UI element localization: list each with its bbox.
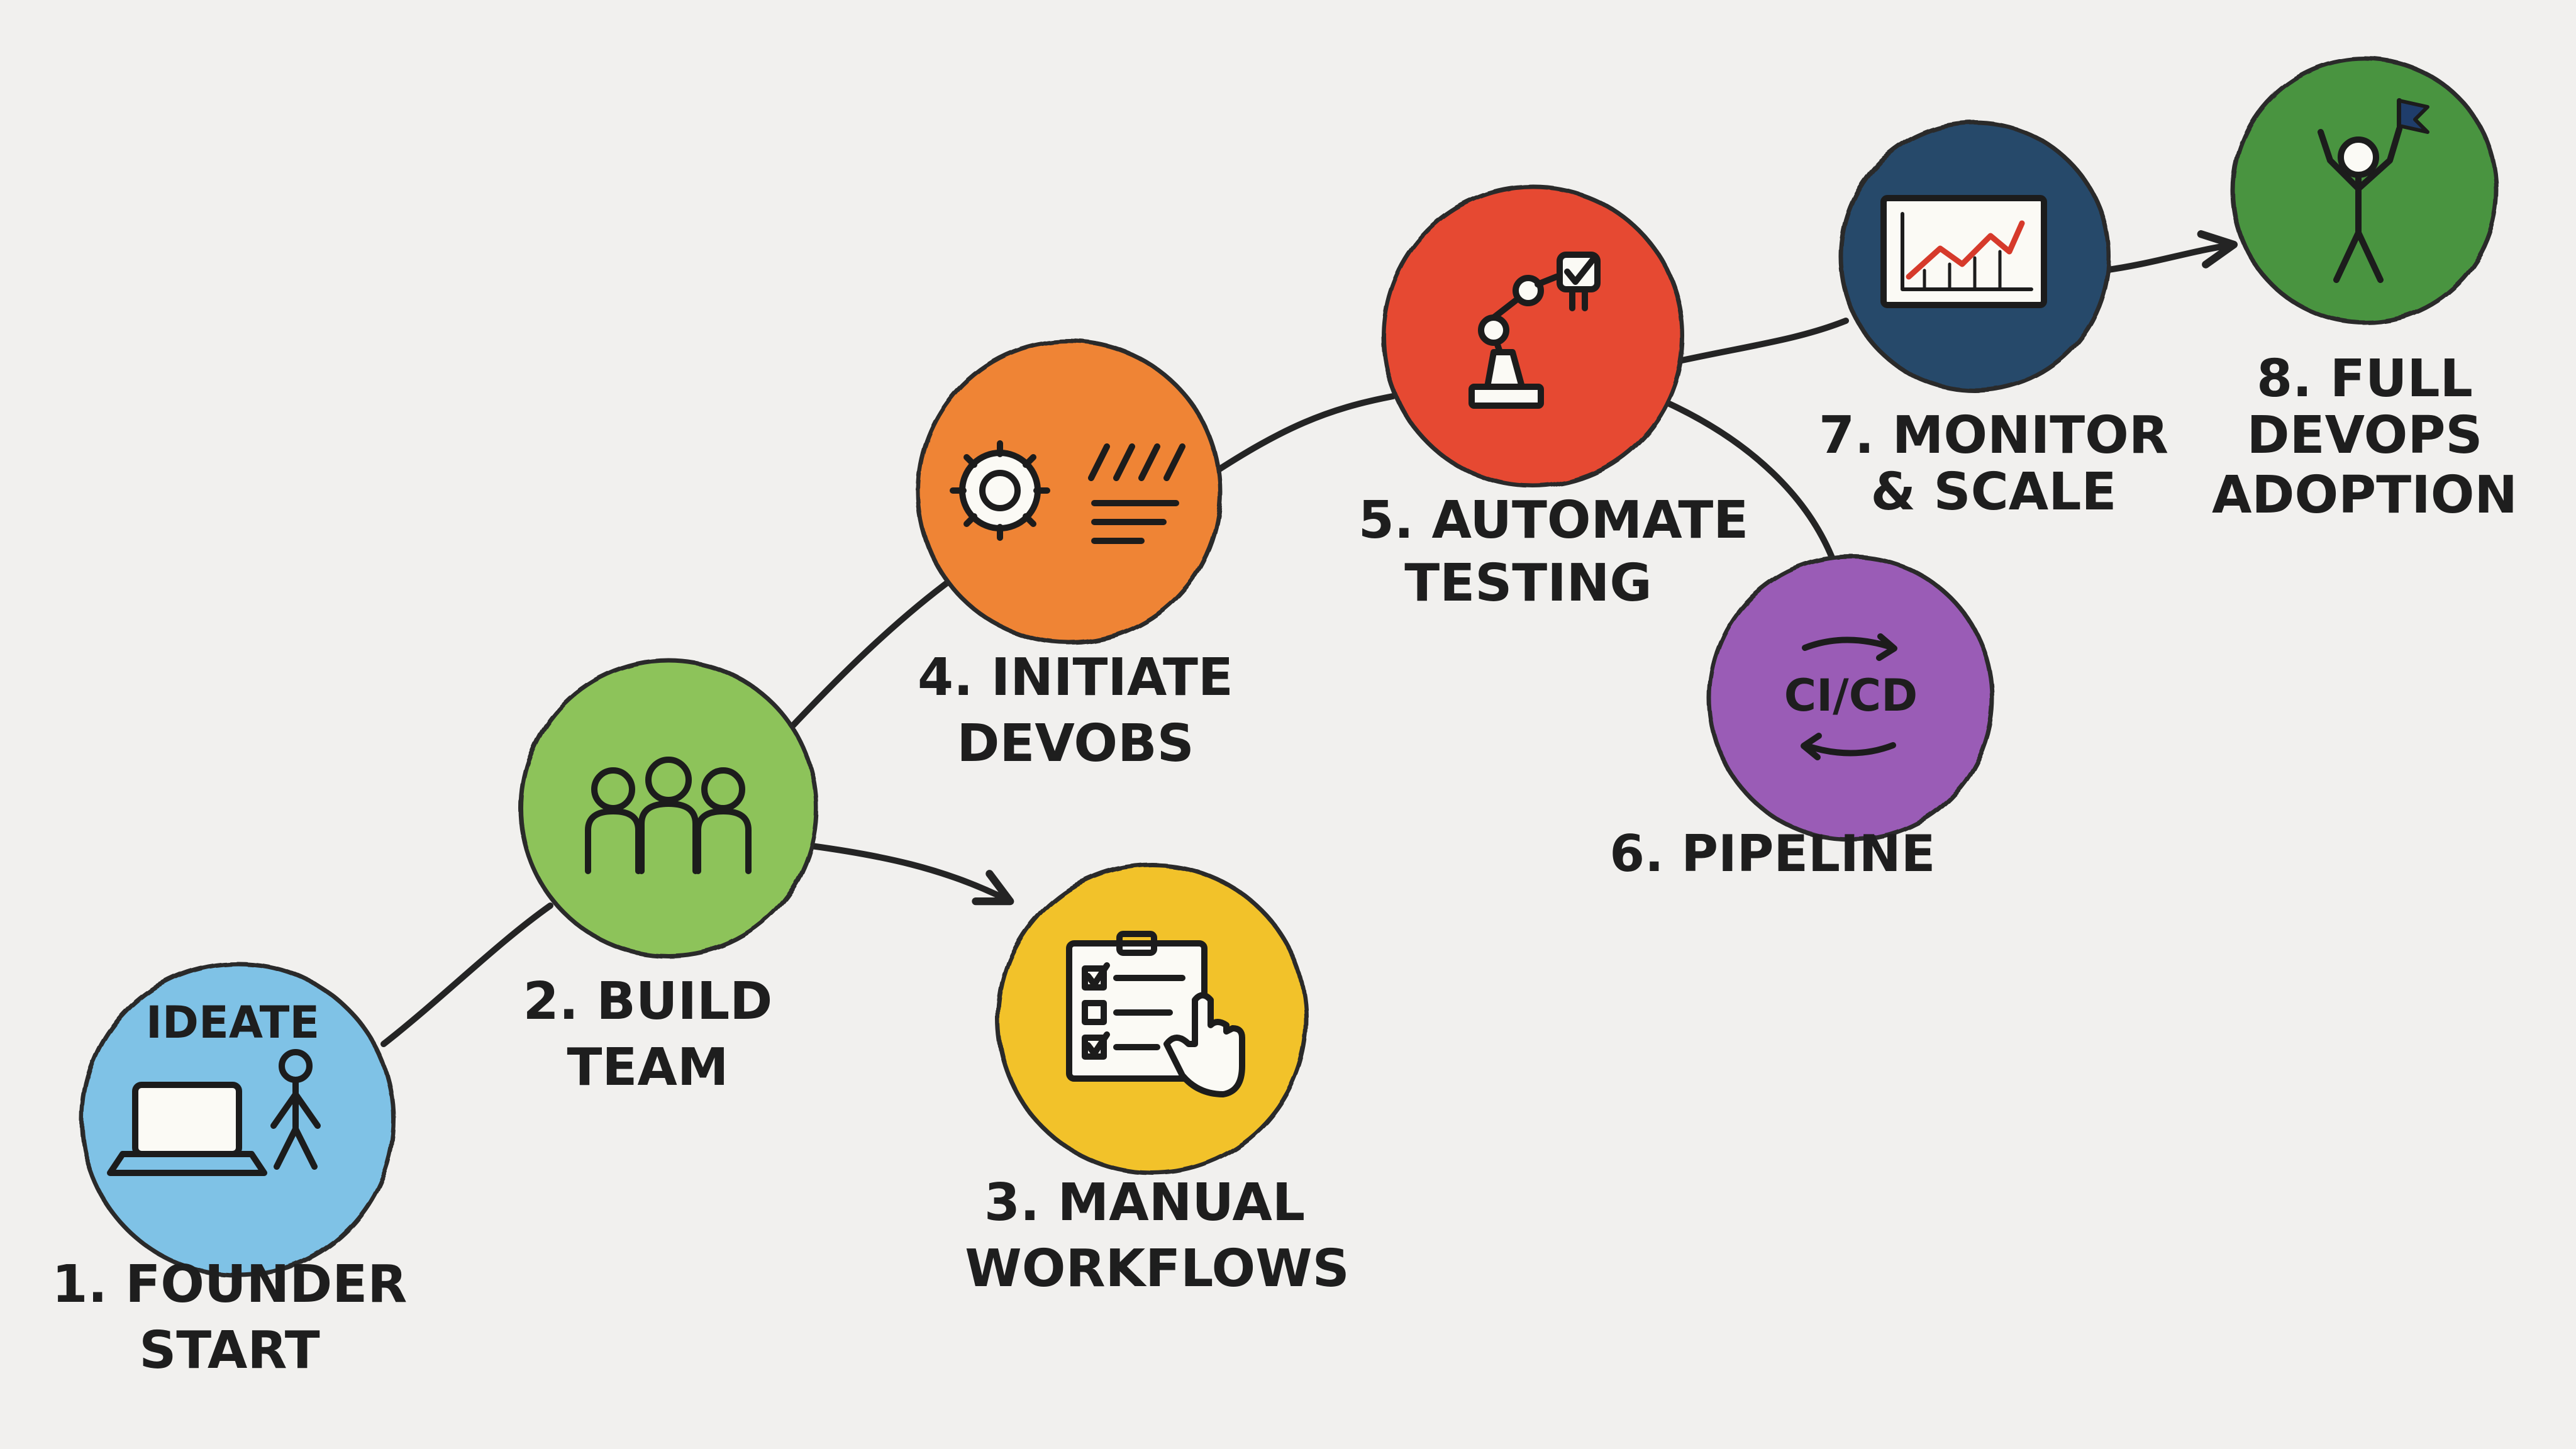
connectors bbox=[380, 230, 2238, 1047]
stage-8-title-line-1: 8. FULL bbox=[2257, 349, 2473, 409]
stage-6-node[interactable]: CI/CD 6. PIPE LINE bbox=[1609, 554, 1995, 883]
stage-7-node[interactable]: 7. MONITOR & SCALE bbox=[1819, 120, 2168, 522]
stage-8-title-line-3: ADOPTION bbox=[2212, 465, 2518, 525]
connector-1-2 bbox=[380, 902, 553, 1047]
stage-2-title-line-2: TEAM bbox=[567, 1038, 728, 1097]
connector-7-8 bbox=[2101, 230, 2238, 274]
stage-1-badge: IDEATE bbox=[146, 997, 319, 1048]
stage-4-title-line-1: 4. INITIATE bbox=[918, 648, 1233, 708]
stage-3-node[interactable]: 3. MANUAL WORKFLOWS bbox=[965, 862, 1350, 1299]
connector-5-7 bbox=[1673, 318, 1849, 365]
stage-8-circle bbox=[2230, 56, 2499, 325]
cycle-arrows-icon bbox=[1801, 633, 1897, 760]
stage-2-circle bbox=[518, 658, 819, 958]
stage-4-circle bbox=[916, 338, 1223, 645]
stage-7-title-line-1: 7. MONITOR bbox=[1819, 406, 2168, 465]
stage-5-node[interactable]: 5. AUTOMATE TESTING bbox=[1358, 184, 1749, 613]
stage-3-title-line-2: WORKFLOWS bbox=[965, 1239, 1349, 1299]
stage-4-title-line-2: DEVOBS bbox=[957, 714, 1194, 774]
connector-2-3 bbox=[808, 843, 1014, 906]
stage-3-title-line-1: 3. MANUAL bbox=[984, 1173, 1305, 1233]
connector-4-5 bbox=[1208, 393, 1396, 478]
connector-5-6 bbox=[1663, 399, 1840, 572]
stage-6-badge: CI/CD bbox=[1784, 670, 1918, 721]
stage-6-circle bbox=[1707, 554, 1995, 842]
stage-8-node[interactable]: 8. FULL DEVOPS ADOPTION bbox=[2212, 56, 2518, 525]
chart-monitor-icon bbox=[1880, 195, 2047, 308]
robot-arm-icon bbox=[1468, 252, 1601, 409]
checklist-hand-icon bbox=[1066, 931, 1245, 1097]
stage-8-title-line-2: DEVOPS bbox=[2247, 406, 2483, 465]
stage-1-title-line-2: START bbox=[139, 1321, 320, 1380]
laptop-person-icon bbox=[107, 1049, 321, 1176]
connector-2-4 bbox=[783, 575, 956, 736]
stage-7-title-line-2: & SCALE bbox=[1870, 462, 2116, 522]
gear-code-icon bbox=[950, 440, 1185, 544]
stage-1-node[interactable]: IDEATE 1. FOUNDER START bbox=[52, 961, 408, 1380]
stage-5-title-line-1: 5. AUTOMATE bbox=[1358, 491, 1749, 550]
stage-6-title-part-2: LINE bbox=[1808, 824, 1935, 883]
stage-6-title-part-1: 6. PIPE bbox=[1609, 824, 1808, 883]
stage-5-title-line-2: TESTING bbox=[1404, 553, 1652, 613]
celebrating-person-flag-icon bbox=[2318, 98, 2429, 283]
stage-2-title-line-1: 2. BUILD bbox=[523, 972, 773, 1031]
team-people-icon bbox=[585, 757, 752, 874]
stage-1-title-line-1: 1. FOUNDER bbox=[52, 1255, 408, 1314]
stage-5-circle bbox=[1381, 184, 1685, 489]
stage-2-node[interactable]: 2. BUILD TEAM bbox=[518, 658, 819, 1097]
stage-4-node[interactable]: 4. INITIATE DEVOBS bbox=[916, 338, 1233, 774]
